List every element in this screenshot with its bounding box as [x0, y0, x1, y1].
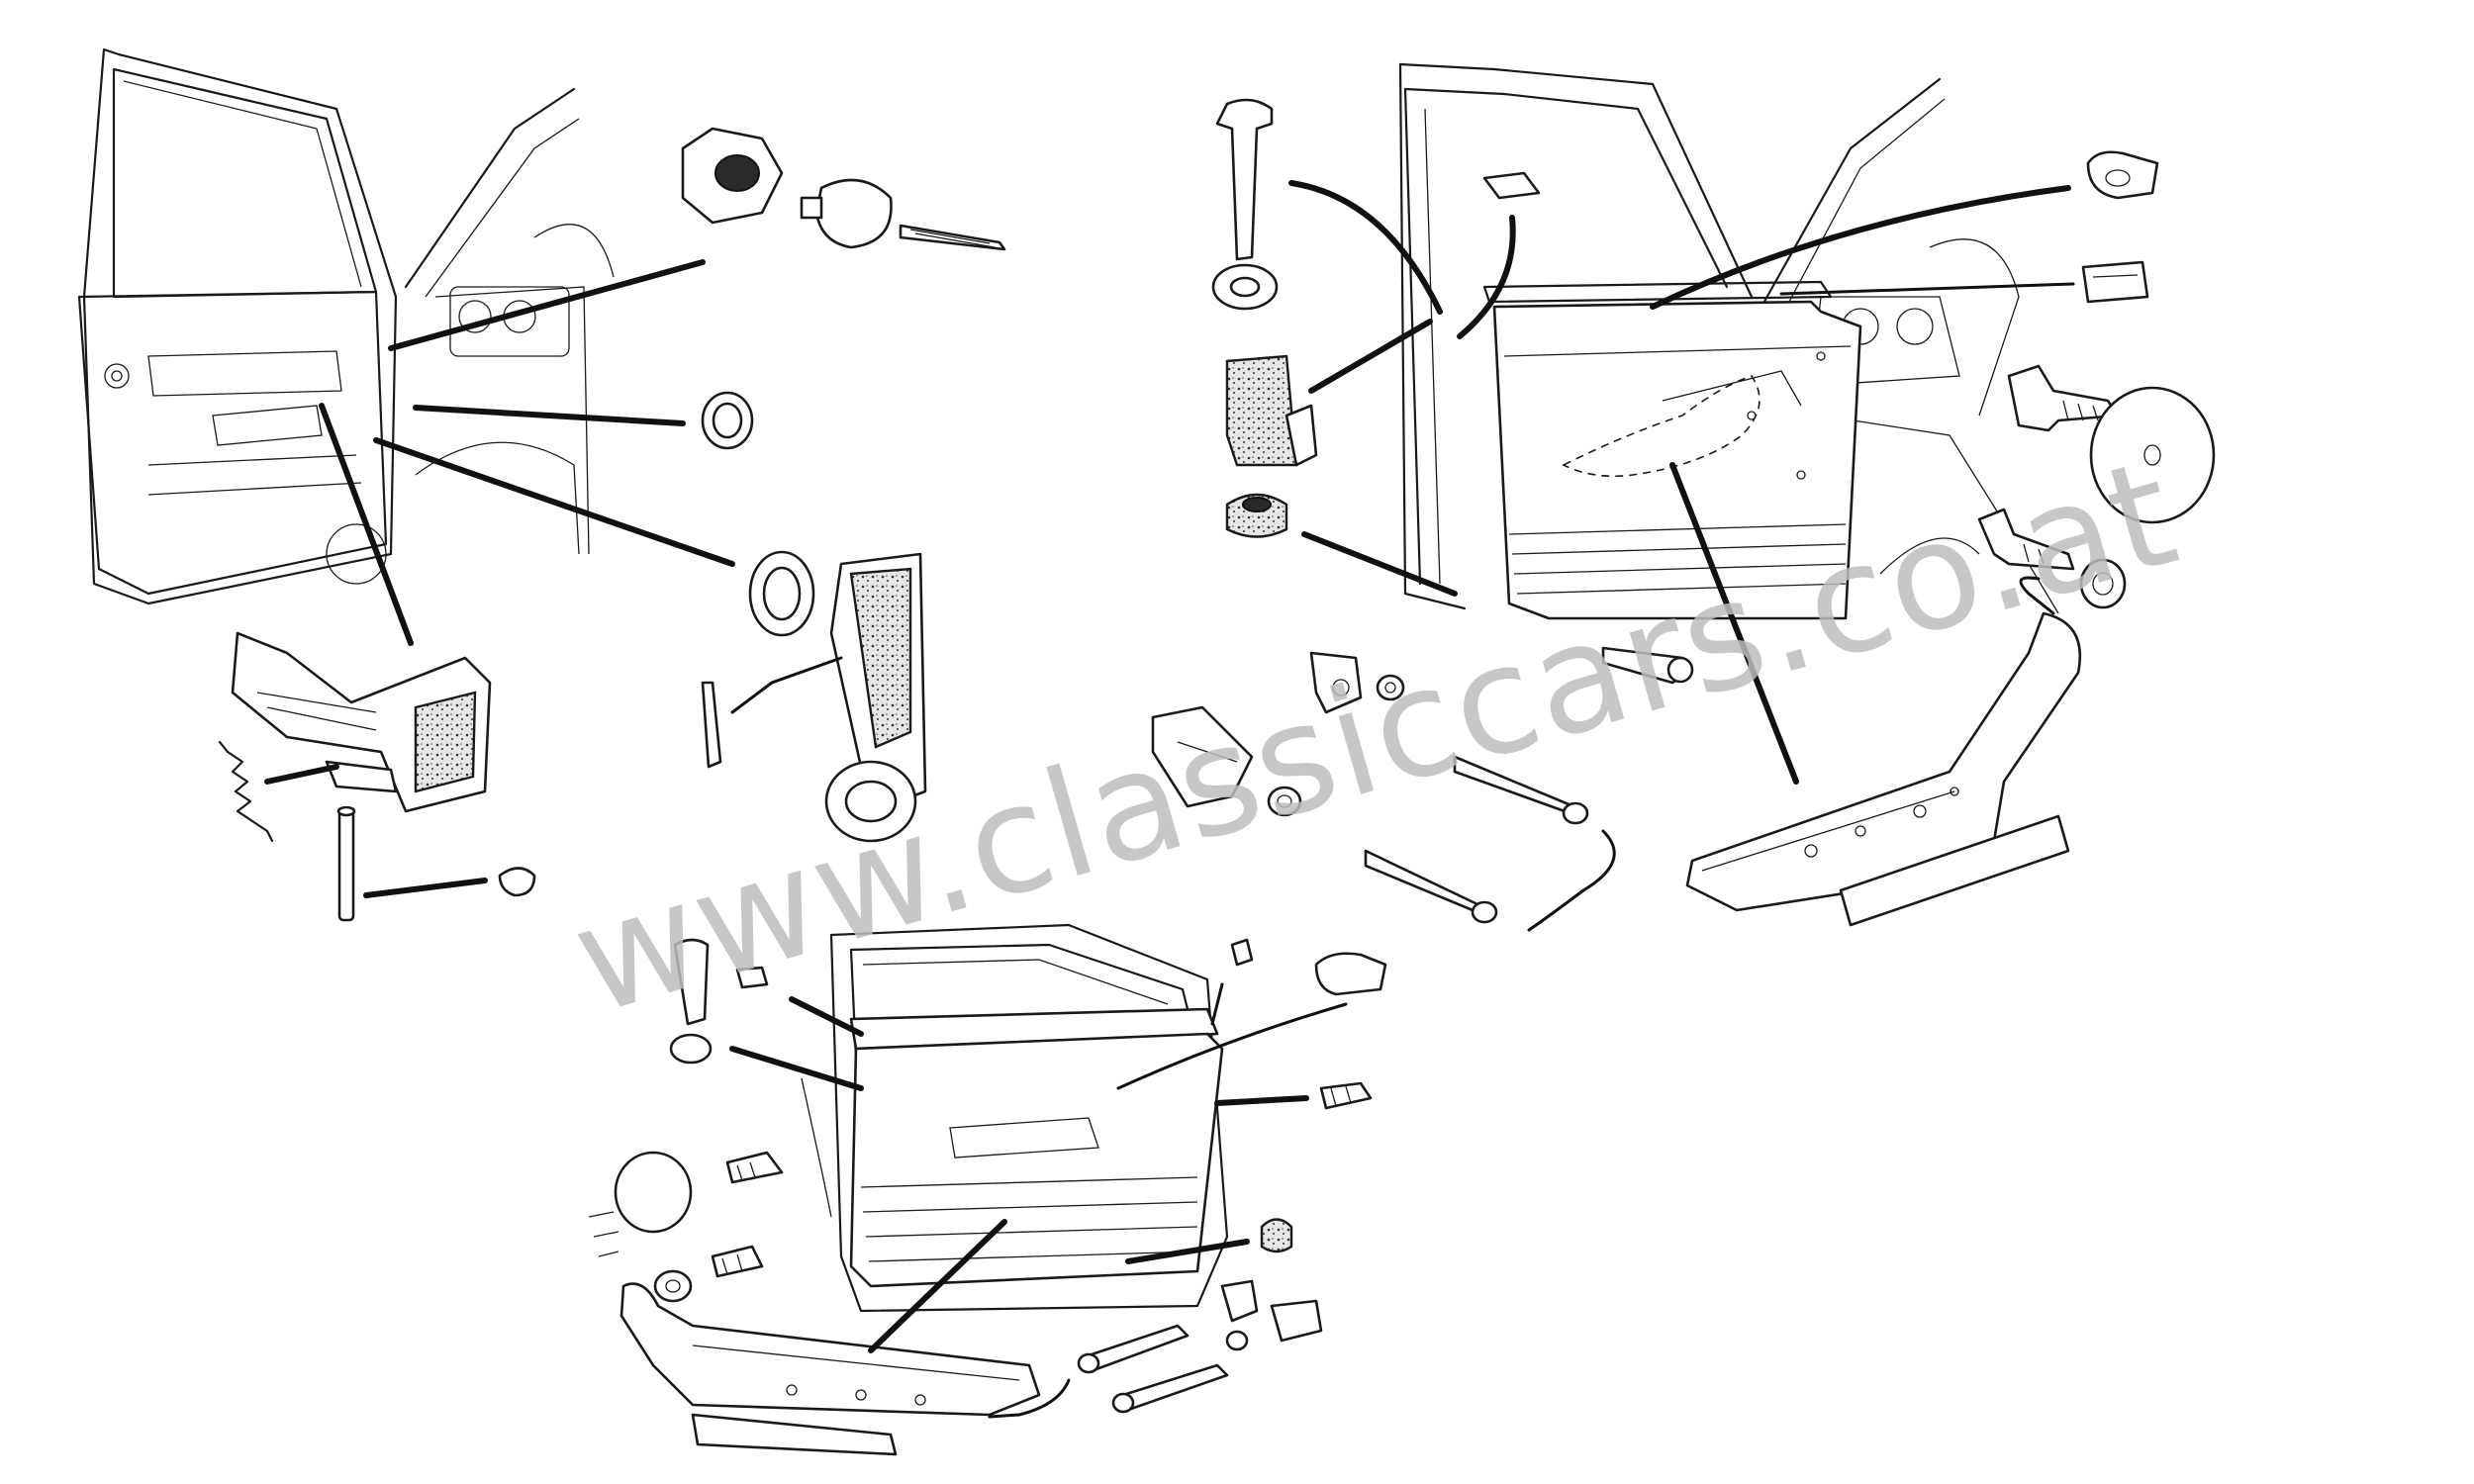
rear-door-view	[588, 923, 1387, 1456]
leader-rear-screw	[1214, 1095, 1309, 1106]
watermark-text: www.classiccars.co.at	[556, 426, 2195, 1048]
leader-rear-armrest	[868, 1219, 1007, 1353]
leader-ring	[413, 405, 686, 426]
door-lock-knob-part	[681, 127, 1006, 251]
left-door-outline	[82, 47, 398, 605]
rear-door-trim-panel	[849, 1032, 1224, 1288]
rear-lock-button-part	[669, 938, 713, 1065]
trim-retainer-clip-part	[2086, 150, 2159, 200]
leader-retainer-clip	[1650, 185, 2071, 310]
leader-knob	[388, 259, 706, 351]
leader-clip-small	[1457, 215, 1516, 339]
front-armrest-part	[231, 631, 492, 813]
rear-small-clip-part	[735, 966, 769, 989]
leader-foam-pad	[1308, 319, 1433, 394]
right-door-view	[1151, 62, 2216, 932]
rear-door-outline	[829, 923, 1229, 1313]
leader-lock-button	[1288, 180, 1443, 315]
trim-clip-small-part	[1482, 171, 1541, 200]
small-bolt-grommet-part	[1977, 508, 2127, 609]
square-clip-part	[2081, 260, 2149, 304]
cage-nut-part	[1309, 651, 1405, 714]
rear-dome-part	[1260, 1218, 1293, 1253]
return-spring-part	[218, 740, 274, 843]
leader-dome	[1301, 531, 1458, 597]
leader-screws	[1527, 829, 1616, 932]
push-rod-part	[336, 805, 536, 922]
right-door-trim-panel	[1492, 300, 1862, 620]
dome-fastener-part	[1225, 493, 1288, 538]
rear-armrest-part	[619, 1282, 1041, 1456]
rear-screw-part	[1319, 1081, 1373, 1110]
leader-rear-pin	[1210, 982, 1224, 1026]
rear-window-strip	[849, 1007, 1219, 1051]
leader-armrest	[319, 403, 414, 646]
leader-rear-button	[729, 1046, 864, 1091]
right-door-frame	[1398, 62, 1754, 299]
leader-square-clip	[1779, 282, 2075, 296]
leader-rear-clip	[789, 996, 864, 1037]
escutcheon-ring-part	[701, 391, 754, 450]
leader-rear-retainer	[1116, 1002, 1348, 1090]
leader-spring	[264, 764, 339, 785]
rear-screw-set-part	[1077, 1279, 1323, 1414]
left-door-window	[112, 67, 378, 299]
rear-washer-bolt-part	[614, 1151, 784, 1303]
left-door-panel	[77, 290, 388, 596]
leader-armrest-right	[1669, 462, 1799, 785]
large-washer-bolt-part	[2007, 364, 2216, 524]
foam-pad-part	[1225, 354, 1318, 467]
rear-pin-clip-part	[1230, 938, 1254, 967]
rear-retainer-part	[1314, 952, 1387, 996]
right-armrest-part	[1685, 611, 2082, 927]
left-door-view	[77, 47, 1006, 922]
leader-winder	[373, 437, 735, 567]
leader-rear-dome	[1125, 1239, 1250, 1264]
door-lock-button-part	[1211, 98, 1279, 311]
screw-set-part	[1364, 646, 1694, 924]
armrest-cup-part	[1151, 705, 1302, 817]
window-winder-part	[701, 550, 927, 843]
leader-rod	[363, 878, 488, 898]
armrest-position-outline	[1562, 375, 1760, 478]
